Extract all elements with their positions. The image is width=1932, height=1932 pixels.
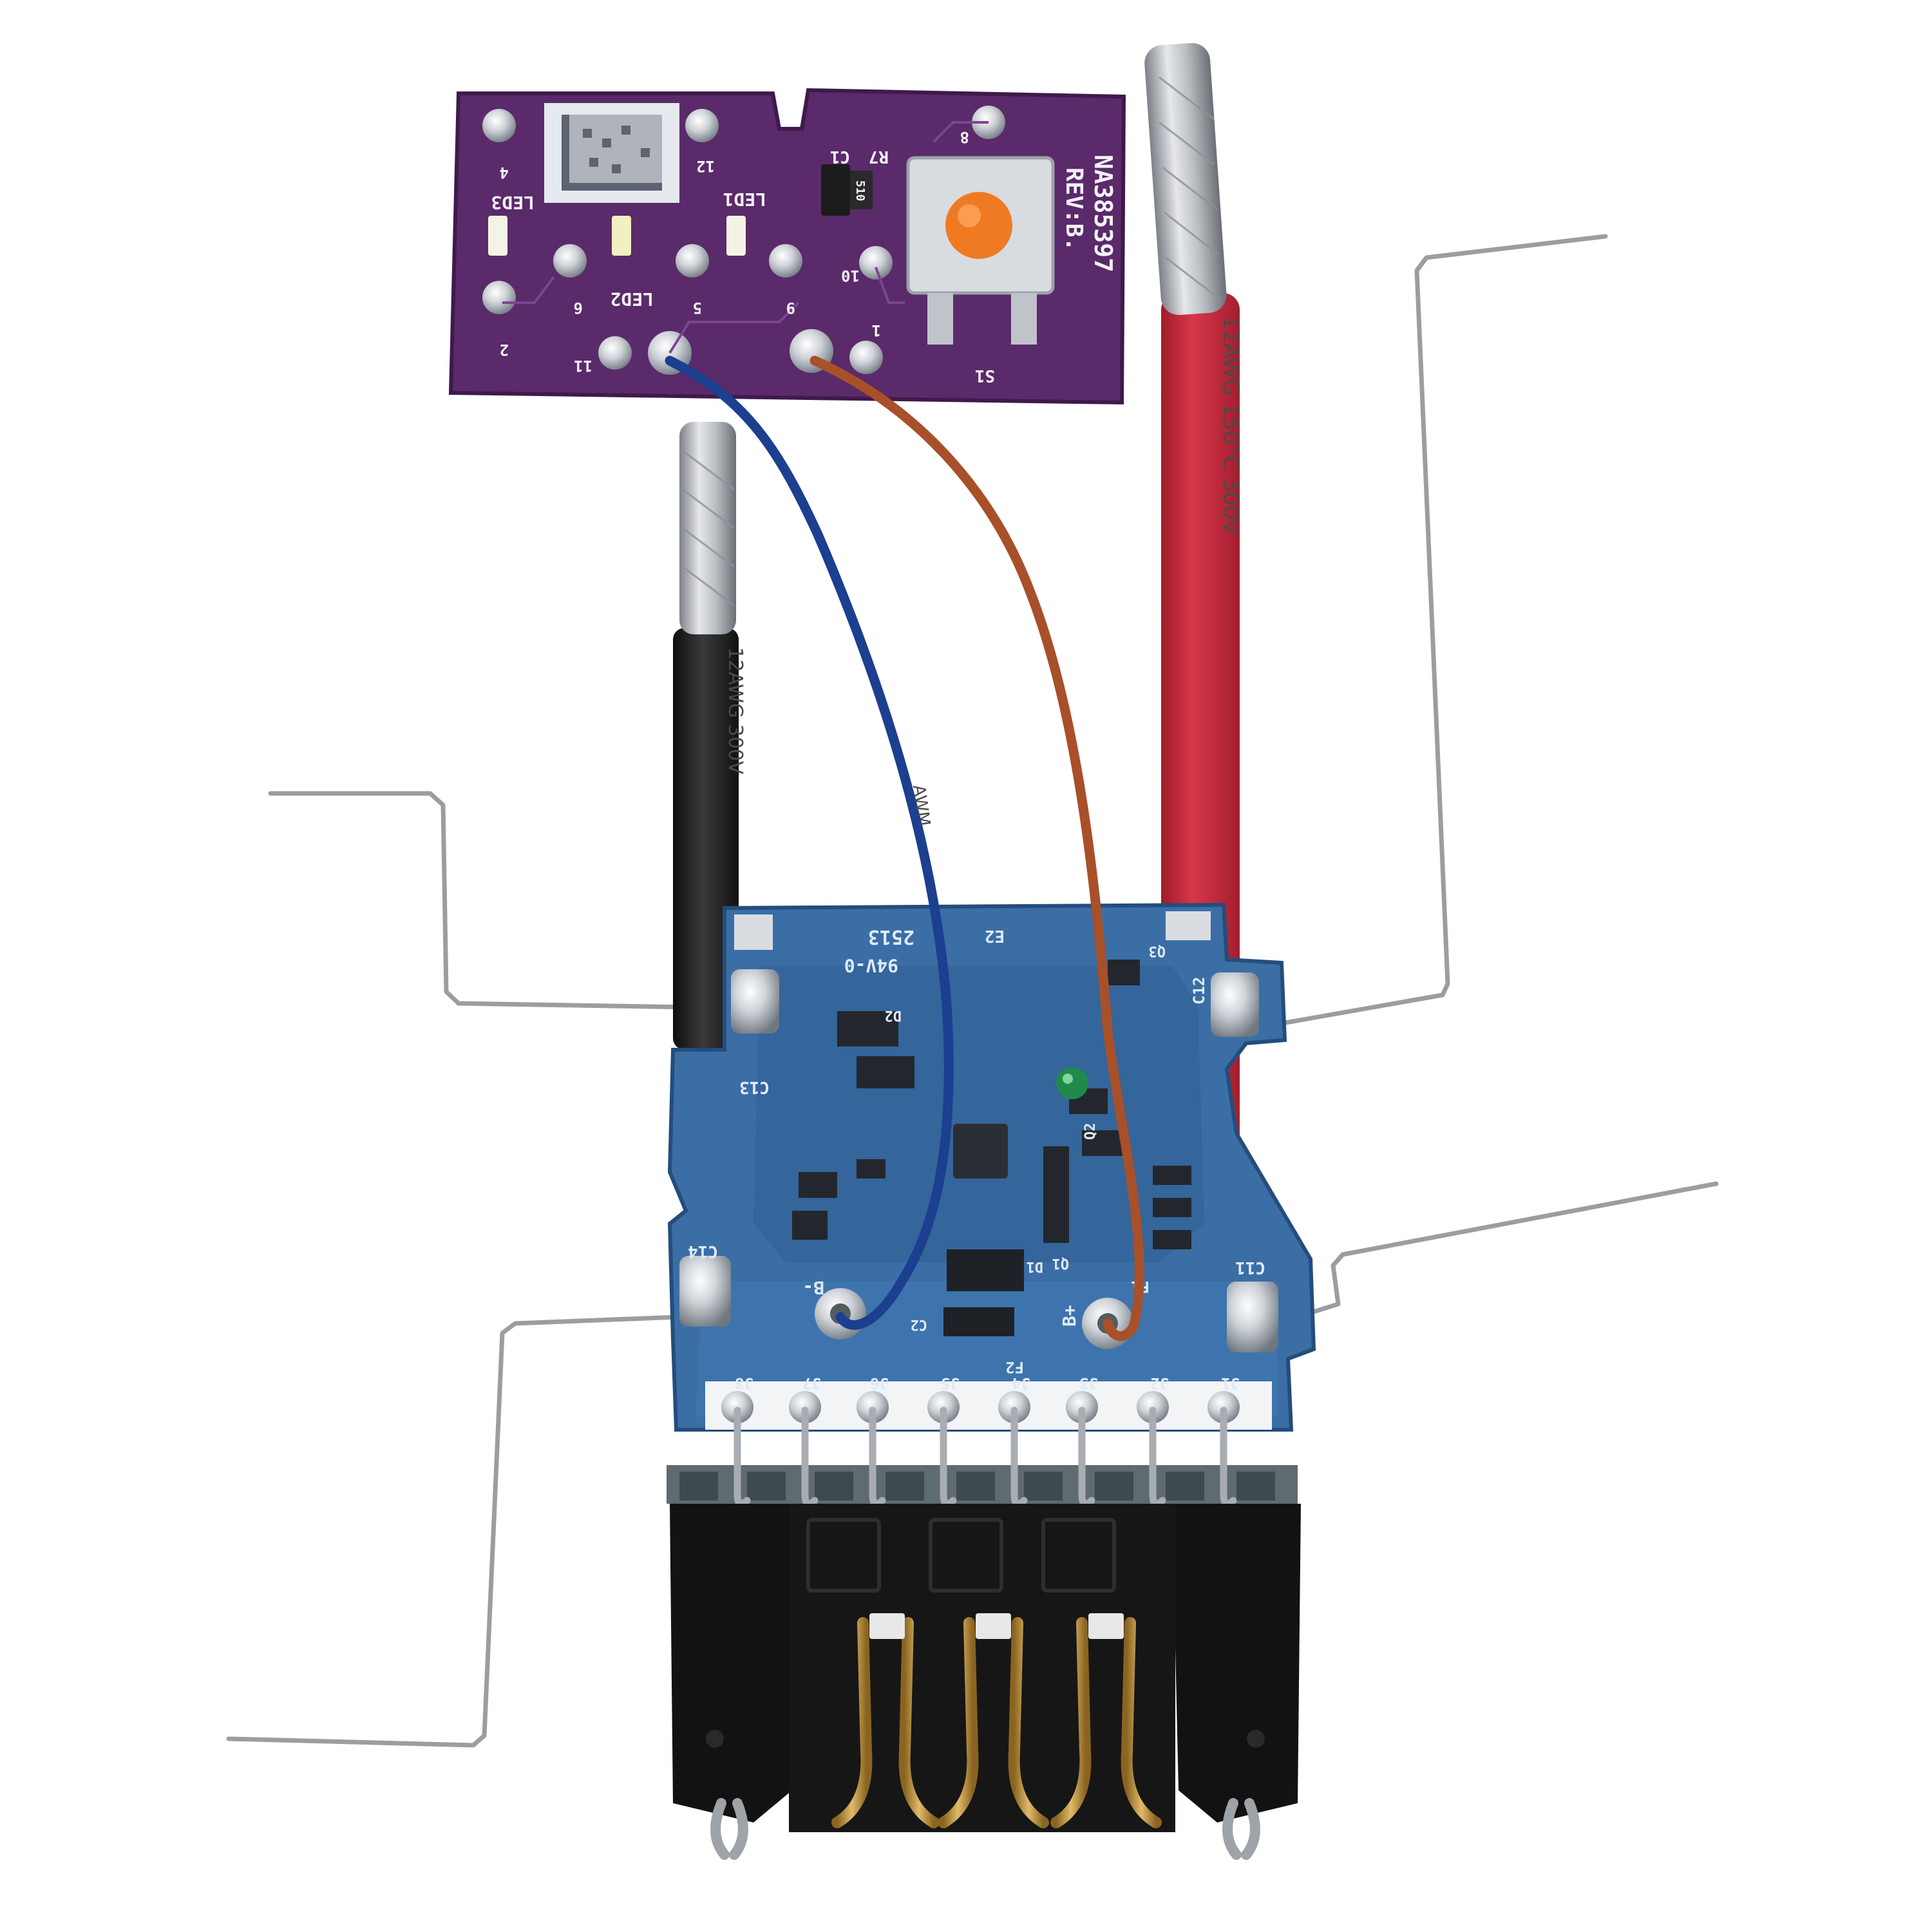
silk-c14: C14: [688, 1242, 718, 1261]
silk-led3: LED3: [491, 192, 535, 213]
black-wire-print: 12AWG 300V: [724, 647, 746, 775]
pad-c12: [1211, 972, 1259, 1037]
pad-c11: [1227, 1282, 1278, 1352]
black-wire: 12AWG 300V: [673, 422, 746, 1050]
silk-j3: J3: [1079, 1374, 1098, 1392]
silk-q1: Q1: [1052, 1255, 1070, 1271]
silk-c2: C2: [911, 1316, 928, 1332]
silk-q2: Q2: [1083, 1123, 1099, 1141]
silk-s1: S1: [975, 366, 995, 385]
blue-wire: [665, 355, 954, 1330]
probe-wires: [226, 234, 1719, 1748]
datamatrix-label: [544, 103, 679, 203]
silk-date-code: 2513: [868, 925, 914, 948]
silk-e-code: E2: [985, 926, 1005, 945]
silk-p9: 9: [786, 299, 795, 317]
silk-c1: C1: [830, 147, 850, 166]
silk-r7: R7: [869, 147, 889, 166]
silk-b-plus: B+: [1059, 1305, 1080, 1327]
tactile-switch-s1[interactable]: [906, 156, 1055, 345]
silk-rating: 94V-0: [844, 955, 898, 976]
silk-p4: 4: [500, 164, 509, 182]
probe-wire-bottom-left: [226, 1314, 682, 1748]
led3: [488, 216, 507, 256]
green-component: [1056, 1067, 1088, 1099]
silk-p6: 6: [574, 299, 583, 317]
silk-q3: Q3: [1149, 943, 1166, 959]
silk-p8: 8: [960, 128, 969, 146]
silk-d1: D1: [1027, 1258, 1044, 1274]
silk-f2: F2: [1005, 1358, 1024, 1376]
silk-c13: C13: [739, 1077, 770, 1097]
silk-p11: 11: [574, 357, 592, 375]
silk-j4: J4: [1012, 1374, 1030, 1392]
led2: [612, 216, 631, 256]
led-board: NA385397 REV:B. LED3 LED2 LED1 R7 C1 510…: [448, 88, 1126, 405]
j-header-pads: [705, 1381, 1272, 1430]
main-ic: [953, 1124, 1008, 1179]
silk-c12: C12: [1190, 977, 1208, 1005]
silk-p5: 5: [693, 299, 702, 317]
silk-j6: J6: [870, 1374, 889, 1392]
silk-part-number: NA385397: [1089, 155, 1117, 272]
silk-d2: D2: [885, 1007, 902, 1023]
silk-led2: LED2: [611, 289, 654, 310]
probe-wire-top-left: [268, 791, 730, 1010]
led1: [726, 216, 746, 256]
silk-j5: J5: [941, 1374, 960, 1392]
silk-led1: LED1: [723, 189, 766, 210]
pad-c14: [679, 1256, 731, 1327]
red-wire-print: 12AWG 150°C 300V: [1218, 316, 1244, 535]
silk-p2: 2: [500, 341, 509, 359]
silk-c11: C11: [1235, 1258, 1265, 1277]
silk-p1: 1: [872, 321, 881, 339]
signal-wires: AWM: [665, 355, 1144, 1341]
main-board-silkscreen: 2513 94V-0 E2 C13 C12 C14 C11 B- B+ F1 F…: [688, 925, 1265, 1392]
silk-revision: REV:B.: [1061, 167, 1087, 251]
silk-p12: 12: [696, 157, 715, 175]
main-board-solder-pads: [679, 911, 1278, 1352]
probe-wire-bottom-right: [1305, 1181, 1719, 1316]
pad-c13: [731, 969, 779, 1034]
brown-wire: [810, 355, 1144, 1341]
silk-r-value: 510: [853, 180, 867, 202]
silk-b-minus: B-: [802, 1277, 824, 1298]
silk-j1: J1: [1221, 1374, 1240, 1392]
battery-connector: [667, 1406, 1301, 1860]
silk-j7: J7: [802, 1374, 821, 1392]
main-board-components: [792, 960, 1191, 1336]
probe-wire-top-right: [1276, 234, 1608, 1027]
main-bms-board: 2513 94V-0 E2 C13 C12 C14 C11 B- B+ F1 F…: [667, 902, 1316, 1432]
silk-p10: 10: [841, 267, 860, 285]
led-indicators: [488, 216, 746, 256]
led-board-silkscreen: NA385397 REV:B. LED3 LED2 LED1 R7 C1 510…: [491, 128, 1117, 385]
silk-j2: J2: [1150, 1374, 1169, 1392]
orange-button[interactable]: [945, 192, 1012, 259]
silk-j8: J8: [735, 1374, 753, 1392]
